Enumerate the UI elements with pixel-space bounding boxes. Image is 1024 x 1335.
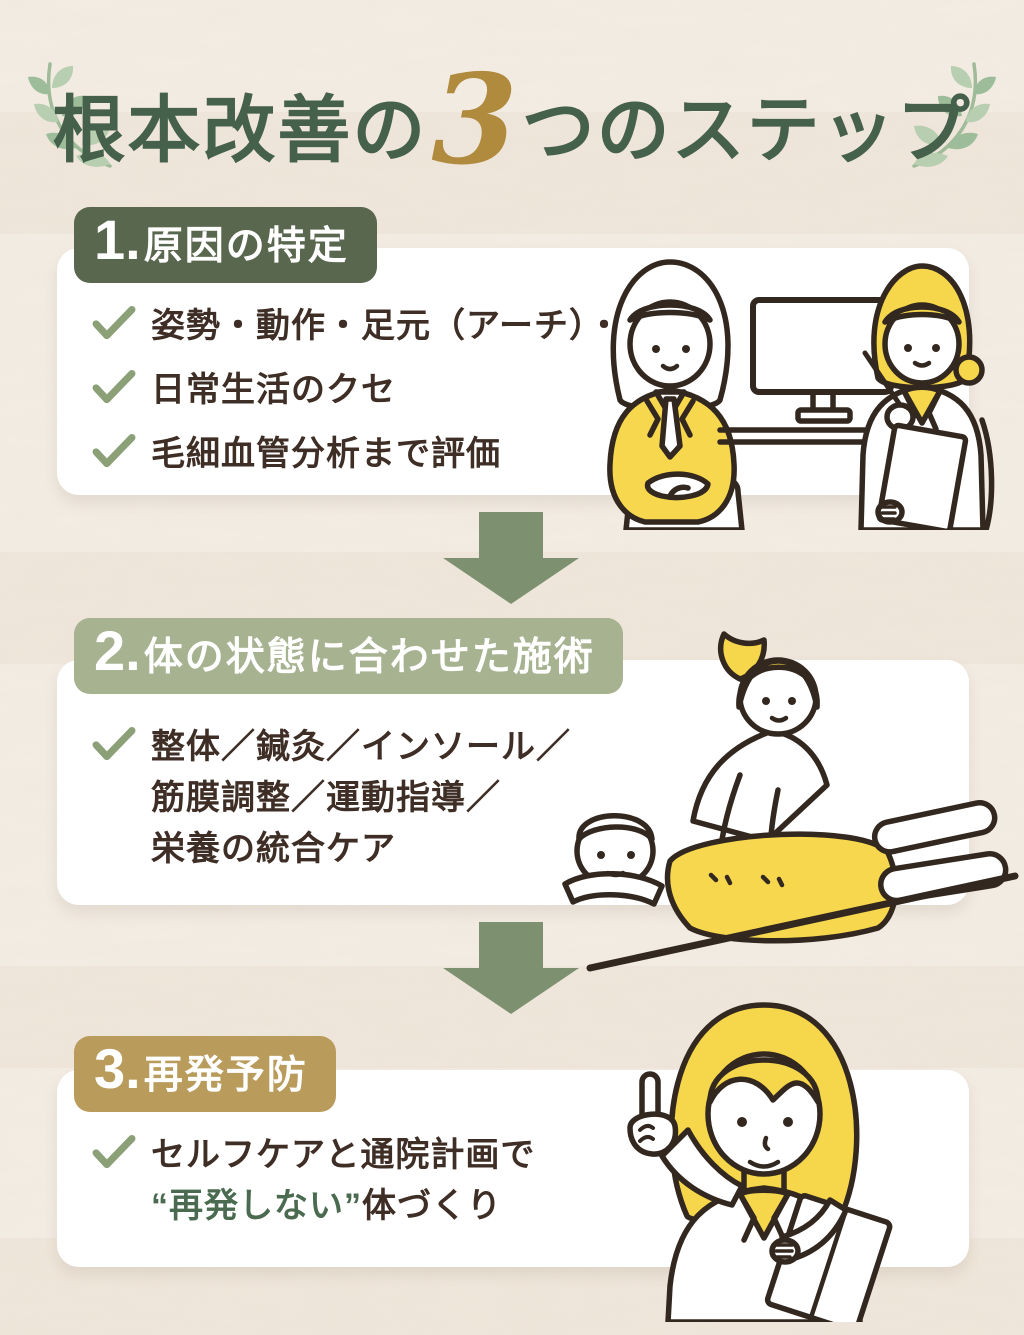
consultation-illustration <box>607 259 995 530</box>
step1-badge: 1. 原因の特定 <box>74 207 377 283</box>
leaf-branch-right-icon <box>912 62 996 168</box>
step2-checklist: 整体／鍼灸／インソール／ 筋膜調整／運動指導／ 栄養の統合ケア <box>92 722 571 875</box>
check-text-line: 筋膜調整／運動指導／ <box>151 779 501 817</box>
check-icon <box>92 434 136 468</box>
check-icon <box>92 306 136 340</box>
check-icon <box>92 370 136 404</box>
page-title: 根本改善の3つのステップ <box>0 40 1024 193</box>
list-item: 姿勢・動作・足元（アーチ）・筋力 <box>92 301 692 352</box>
down-arrow-icon <box>443 512 579 604</box>
check-text-line: 整体／鍼灸／インソール／ <box>151 728 571 766</box>
check-text: セルフケアと通院計画で “再発しない”体づくり <box>151 1130 535 1232</box>
check-text: 日常生活のクセ <box>151 371 396 409</box>
list-item: 整体／鍼灸／インソール／ 筋膜調整／運動指導／ 栄養の統合ケア <box>92 722 571 875</box>
step2-label: 体の状態に合わせた施術 <box>143 636 595 679</box>
massage-treatment-illustration <box>562 631 1019 972</box>
step1-number: 1. <box>94 208 141 271</box>
step3-checklist: セルフケアと通院計画で “再発しない”体づくり <box>92 1130 535 1232</box>
list-item: 日常生活のクセ <box>92 365 692 416</box>
step2-number: 2. <box>94 619 141 682</box>
check-text-line: “再発しない”体づくり <box>151 1181 535 1232</box>
step2-badge: 2. 体の状態に合わせた施術 <box>74 618 623 694</box>
accent-text: “再発しない” <box>151 1187 362 1225</box>
leaf-branch-left-icon <box>28 62 112 168</box>
title-number: 3 <box>431 48 518 193</box>
step1-checklist: 姿勢・動作・足元（アーチ）・筋力 日常生活のクセ 毛細血管分析まで評価 <box>92 301 692 480</box>
check-text: 整体／鍼灸／インソール／ 筋膜調整／運動指導／ 栄養の統合ケア <box>151 722 571 875</box>
list-item: セルフケアと通院計画で “再発しない”体づくり <box>92 1130 535 1232</box>
list-item: 毛細血管分析まで評価 <box>92 429 692 480</box>
check-icon <box>92 1135 136 1169</box>
plain-text: 体づくり <box>362 1187 502 1225</box>
check-text: 姿勢・動作・足元（アーチ）・筋力 <box>151 307 692 345</box>
check-text-line: セルフケアと通院計画で <box>151 1136 536 1174</box>
check-text: 毛細血管分析まで評価 <box>151 435 501 473</box>
step3-label: 再発予防 <box>143 1054 308 1097</box>
step1-label: 原因の特定 <box>143 225 349 268</box>
check-icon <box>92 727 136 761</box>
step3-number: 3. <box>94 1037 141 1100</box>
pointing-advisor-illustration <box>627 1002 893 1322</box>
check-text-line: 栄養の統合ケア <box>151 830 396 868</box>
title-suffix: つのステップ <box>521 90 972 171</box>
down-arrow-icon <box>443 922 579 1014</box>
step3-badge: 3. 再発予防 <box>74 1036 336 1112</box>
title-prefix: 根本改善の <box>52 90 428 171</box>
